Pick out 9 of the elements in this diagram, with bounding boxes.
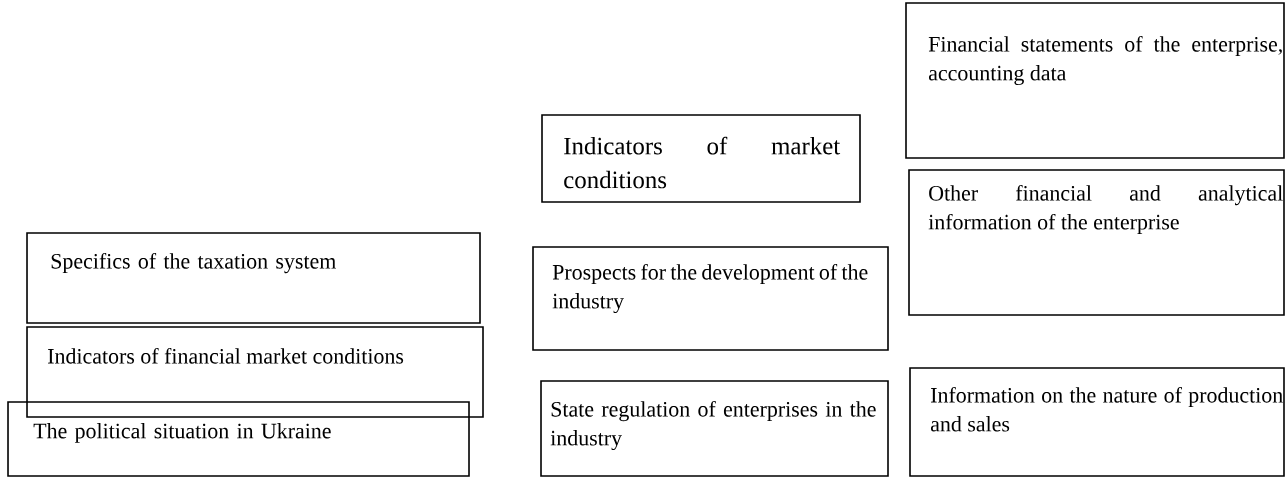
text-box: The political situation in Ukraine bbox=[7, 401, 470, 477]
text-box: Prospects for the development of the industry bbox=[532, 246, 889, 351]
text-box: Specifics of the taxation system bbox=[26, 232, 481, 324]
text-box: Information on the nature of production and sales bbox=[909, 367, 1285, 477]
text-box: State regulation of enterprises in the industry bbox=[540, 380, 889, 477]
text-box: Indicators of financial market conditions bbox=[26, 326, 484, 418]
text-box: Indicators of market conditions bbox=[541, 114, 861, 203]
text-box: Other financial and analytical information of the enterprise bbox=[908, 169, 1285, 316]
text-box: Financial statements of the enterprise, accounting data bbox=[905, 2, 1285, 159]
